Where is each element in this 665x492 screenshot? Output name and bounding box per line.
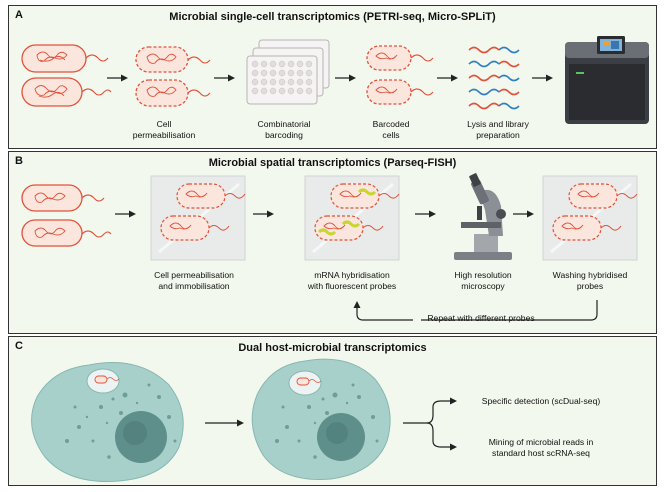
bacterium-permeabilised: [135, 46, 211, 73]
slide-hybridised-probes: [304, 175, 400, 261]
slide-immobilised-cells: [150, 175, 246, 261]
well-plate-stack: [246, 39, 330, 105]
bacterium-barcoded: [366, 79, 434, 105]
panel-b: B Microbial spatial transcriptomics (Par…: [8, 151, 657, 334]
panel-c-art: [31, 358, 457, 482]
bacterium-intact: [21, 219, 112, 247]
host-cell: [251, 358, 391, 480]
host-cell: [31, 362, 184, 482]
bacterium-intact: [21, 184, 105, 212]
panel-a: A Microbial single-cell transcriptomics …: [8, 5, 657, 149]
library-fragments: [468, 46, 520, 110]
panel-a-art: [21, 36, 649, 124]
bacterium-intact: [21, 44, 109, 73]
outcome-label: Specific detection (scDual-seq): [481, 396, 601, 406]
panel-a-letter: A: [15, 9, 23, 21]
repeat-arrowhead: [353, 301, 361, 308]
sequencer-machine: [565, 36, 649, 124]
panel-b-title: Microbial spatial transcriptomics (Parse…: [208, 157, 457, 169]
bacterium-intact: [21, 77, 112, 107]
panel-b-art: [21, 173, 638, 321]
branch-arrows: [403, 400, 453, 448]
panel-b-letter: B: [15, 155, 23, 167]
bacterium-permeabilised: [135, 79, 211, 107]
slide-washed-probes: [542, 175, 638, 261]
repeat-label: Repeat with different probes: [427, 313, 535, 323]
panel-c: C Dual host-microbial transcriptomics: [8, 336, 657, 486]
panel-a-title: Microbial single-cell transcriptomics (P…: [169, 11, 496, 23]
microscope: [454, 173, 512, 260]
panel-c-title: Dual host-microbial transcriptomics: [238, 342, 427, 354]
panel-c-letter: C: [15, 340, 23, 352]
repeat-loop-arrow: [356, 300, 598, 321]
bacterium-barcoded: [366, 45, 434, 71]
